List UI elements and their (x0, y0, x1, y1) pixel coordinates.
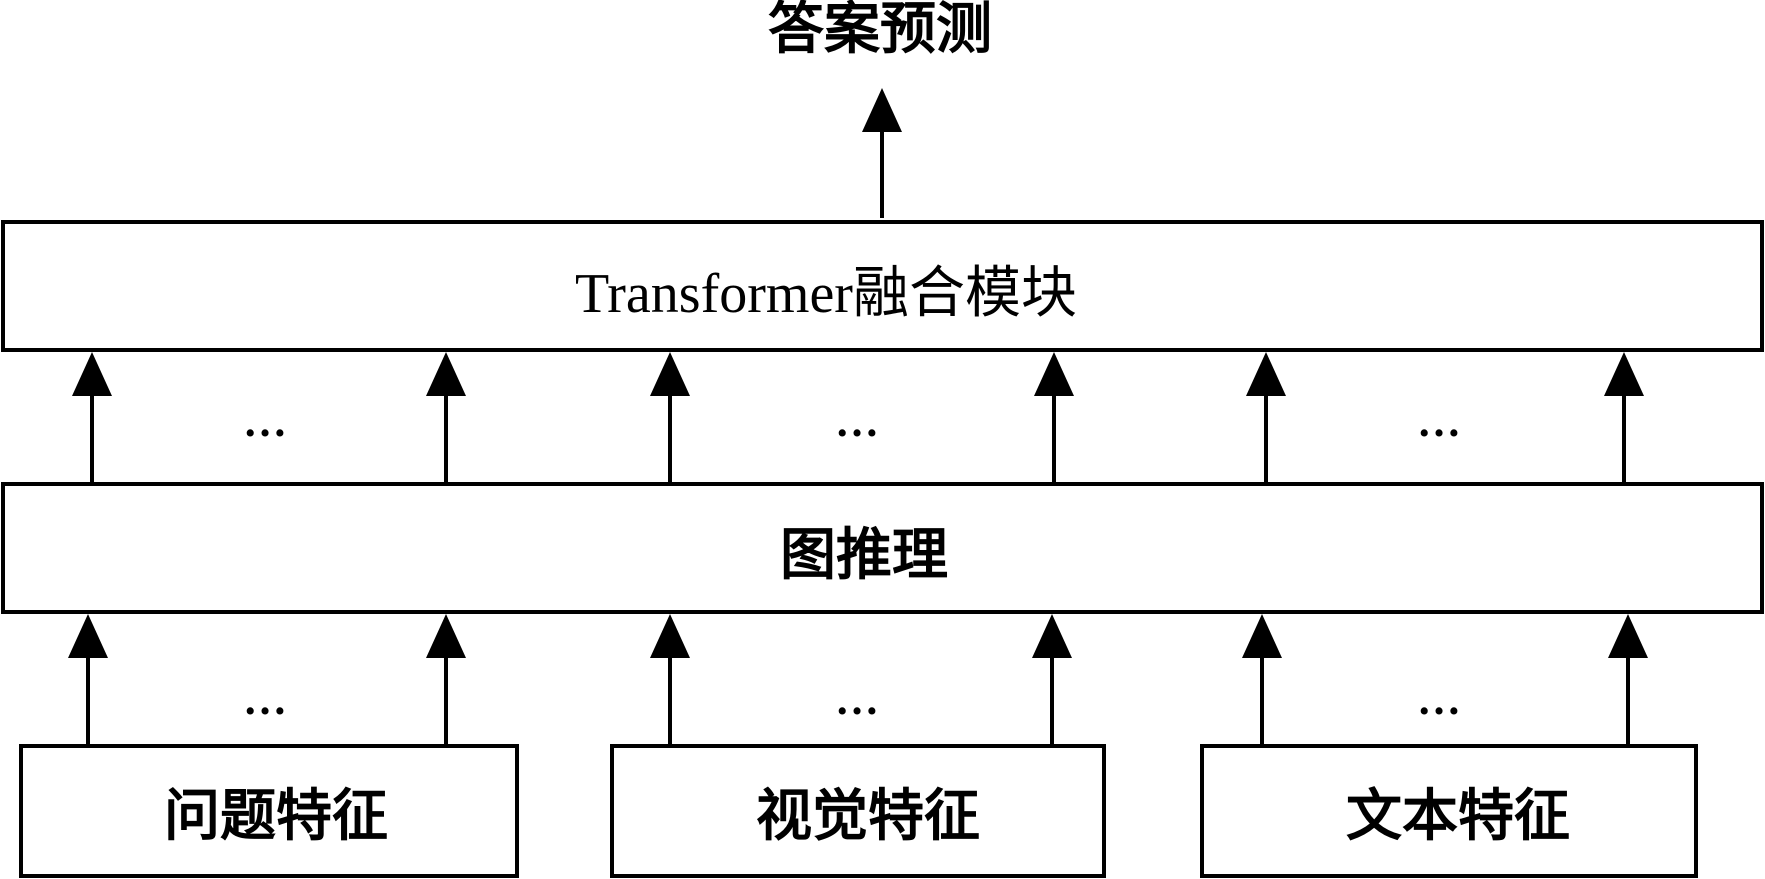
mid-arrowhead-1 (72, 352, 112, 396)
input-box-text (1200, 744, 1698, 878)
bottom-ellipsis-1: … (243, 675, 289, 724)
mid-arrowhead-6 (1604, 352, 1644, 396)
input-label-visual: 视觉特征 (756, 783, 980, 849)
bottom-arrowhead-5 (1242, 614, 1282, 658)
bottom-ellipsis-3: … (1417, 675, 1463, 724)
output-label: 答案预测 (768, 0, 992, 62)
bottom-arrowhead-3 (650, 614, 690, 658)
mid-arrowhead-2 (426, 352, 466, 396)
output-arrow-head (862, 88, 902, 132)
fusion-module-box (1, 220, 1764, 352)
fusion-module-label: Transformer融合模块 (575, 263, 1077, 325)
graph-reasoning-label: 图推理 (780, 522, 948, 588)
bottom-arrowhead-4 (1032, 614, 1072, 658)
input-box-visual (610, 744, 1106, 878)
bottom-arrowhead-6 (1608, 614, 1648, 658)
bottom-arrows (68, 614, 1648, 744)
bottom-arrowhead-2 (426, 614, 466, 658)
bottom-ellipsis-2: … (835, 675, 881, 724)
mid-arrowhead-3 (650, 352, 690, 396)
mid-arrowhead-4 (1034, 352, 1074, 396)
mid-ellipsis-3: … (1417, 397, 1463, 446)
input-label-question: 问题特征 (164, 783, 388, 849)
mid-arrowhead-5 (1246, 352, 1286, 396)
bottom-arrowhead-1 (68, 614, 108, 658)
input-label-text: 文本特征 (1346, 783, 1570, 849)
mid-ellipsis-1: … (243, 397, 289, 446)
mid-ellipsis-2: … (835, 397, 881, 446)
mid-arrows (72, 352, 1644, 482)
input-box-question (19, 744, 519, 878)
graph-reasoning-box (1, 482, 1764, 614)
